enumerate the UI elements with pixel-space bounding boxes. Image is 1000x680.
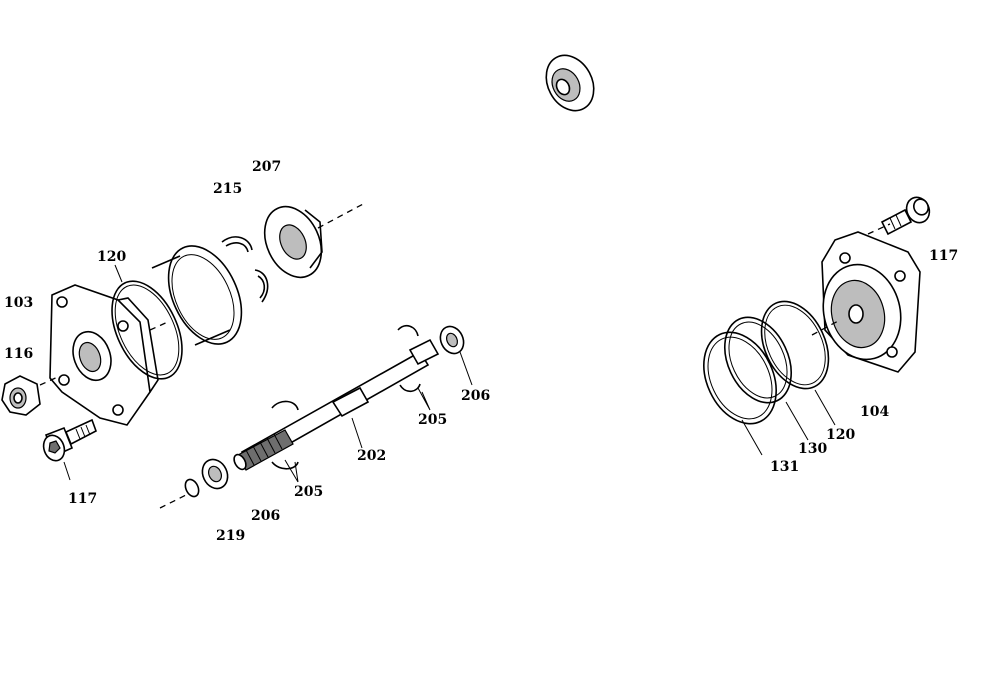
label-206-left: 206 (251, 508, 280, 524)
ring-130 (724, 316, 792, 404)
label-207: 207 (252, 159, 281, 175)
clips-205 (271, 324, 421, 470)
retaining-clips (221, 236, 269, 303)
bolt-117-right (880, 196, 931, 236)
label-205-right: 205 (418, 412, 447, 428)
axis-shaft (159, 493, 189, 509)
label-117-left: 117 (68, 491, 97, 507)
flange-103 (49, 284, 159, 426)
bearing-206-left (201, 458, 229, 490)
shaft-202 (233, 338, 440, 471)
label-219: 219 (216, 528, 245, 544)
bolt-117-left (42, 418, 97, 462)
axis-right (811, 223, 891, 336)
ring-131 (703, 331, 777, 425)
label-104: 104 (860, 404, 889, 420)
label-116: 116 (4, 346, 33, 362)
cover-104 (821, 231, 921, 373)
label-215: 215 (213, 181, 242, 197)
label-120-right: 120 (826, 427, 855, 443)
axis-left (39, 202, 366, 386)
ring-219 (184, 478, 200, 498)
seal-215 (151, 245, 243, 346)
label-117-right: 117 (929, 248, 958, 264)
label-206-right: 206 (461, 388, 490, 404)
label-103: 103 (4, 295, 33, 311)
bearing-206-right (439, 325, 465, 355)
label-202: 202 (357, 448, 386, 464)
label-131: 131 (770, 459, 799, 475)
label-130: 130 (798, 441, 827, 457)
washer-207 (263, 205, 323, 279)
o-ring-120-right (760, 300, 830, 390)
label-205-left: 205 (294, 484, 323, 500)
o-ring-120-left (111, 280, 183, 380)
nut-116 (1, 375, 41, 416)
label-120-left: 120 (97, 249, 126, 265)
top-washer (545, 54, 595, 112)
leader-lines (63, 264, 836, 483)
